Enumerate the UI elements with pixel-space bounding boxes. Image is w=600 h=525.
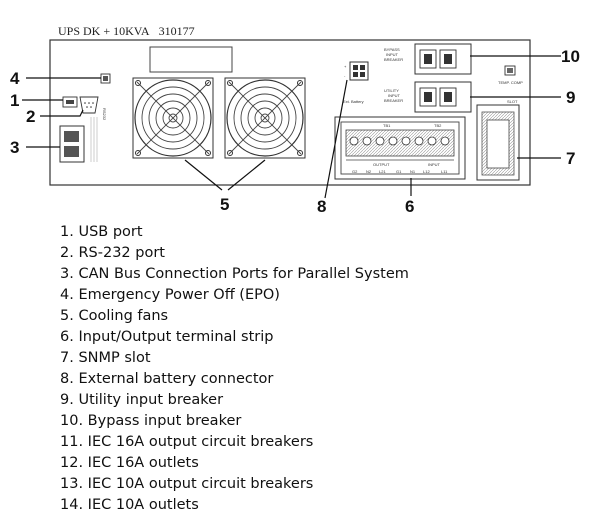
model-code: 310177: [158, 24, 195, 38]
cooling-fan-left: [132, 77, 214, 159]
bypass-label-3: BREAKER: [384, 57, 403, 62]
cooling-fan-right: [224, 77, 306, 159]
utility-input-breaker: UTILITY INPUT BREAKER: [384, 81, 472, 113]
callout-4: 4: [10, 69, 20, 88]
callout-1: 1: [10, 91, 19, 110]
utility-label-3: BREAKER: [384, 98, 403, 103]
terminal-n2: N2: [366, 169, 372, 174]
terminal-g1: G1: [396, 169, 402, 174]
utility-label-2: INPUT: [388, 93, 401, 98]
leader-lines: [22, 55, 561, 199]
legend-item: 10. Bypass input breaker: [60, 413, 242, 429]
output-label: OUTPUT: [373, 162, 390, 167]
slot-label: SLOT: [507, 99, 518, 104]
legend-item: 6. Input/Output terminal strip: [60, 329, 274, 345]
bypass-label-1: BYPASS: [384, 47, 400, 52]
terminal-n1: N1: [410, 169, 416, 174]
tb1-label: TB1: [383, 123, 391, 128]
temp-comp-label: TEMP. COMP: [498, 80, 523, 85]
model-name: UPS DK + 10KVA: [58, 24, 150, 38]
terminal-l11: L11: [441, 169, 448, 174]
legend-item: 14. IEC 10A outlets: [60, 497, 199, 513]
callout-3: 3: [10, 138, 19, 157]
top-vent-plate: [149, 46, 233, 73]
callout-8: 8: [317, 197, 326, 215]
rs232-label: RS232: [102, 108, 107, 121]
callout-9: 9: [566, 88, 575, 107]
ext-battery-label: Ext. Battery: [343, 99, 364, 104]
legend-item: 1. USB port: [60, 224, 143, 240]
input-label: INPUT: [428, 162, 441, 167]
callout-6: 6: [405, 197, 414, 215]
battery-minus: -: [344, 73, 346, 78]
left-port-cluster: RS232: [59, 73, 111, 163]
terminal-l12: L12: [423, 169, 430, 174]
legend-item: 3. CAN Bus Connection Ports for Parallel…: [60, 266, 409, 282]
legend-item: 12. IEC 16A outlets: [60, 455, 199, 471]
legend-item: 8. External battery connector: [60, 371, 274, 387]
ups-rear-panel-diagram: RS232: [10, 39, 580, 215]
bypass-input-breaker: BYPASS INPUT BREAKER: [384, 43, 472, 75]
snmp-slot: SLOT: [476, 99, 520, 181]
legend-item: 7. SNMP slot: [60, 350, 151, 366]
rs232-port: [79, 96, 99, 114]
callout-2: 2: [26, 107, 35, 126]
component-legend: 1. USB port 2. RS-232 port 3. CAN Bus Co…: [60, 222, 409, 516]
callout-10: 10: [561, 47, 580, 66]
terminal-l21: L21: [379, 169, 386, 174]
tb2-label: TB2: [434, 123, 442, 128]
bypass-label-2: INPUT: [386, 52, 399, 57]
callout-7: 7: [566, 149, 575, 168]
legend-item: 13. IEC 10A output circuit breakers: [60, 476, 314, 492]
legend-item: 5. Cooling fans: [60, 308, 169, 324]
terminal-g2: G2: [352, 169, 358, 174]
legend-item: 11. IEC 16A output circuit breakers: [60, 434, 314, 450]
legend-item: 9. Utility input breaker: [60, 392, 224, 408]
battery-plus: +: [344, 64, 347, 69]
external-battery-connector: + - Ext. Battery: [343, 61, 369, 104]
terminal-strip: TB1 TB2 OUTPUT INPUT G2 N2 L21 G1 N1 L12…: [334, 116, 466, 180]
legend-item: 2. RS-232 port: [60, 245, 165, 261]
utility-label-1: UTILITY: [384, 88, 399, 93]
model-header: UPS DK + 10KVA 310177: [58, 24, 195, 39]
callout-5: 5: [220, 195, 229, 214]
legend-item: 4. Emergency Power Off (EPO): [60, 287, 280, 303]
